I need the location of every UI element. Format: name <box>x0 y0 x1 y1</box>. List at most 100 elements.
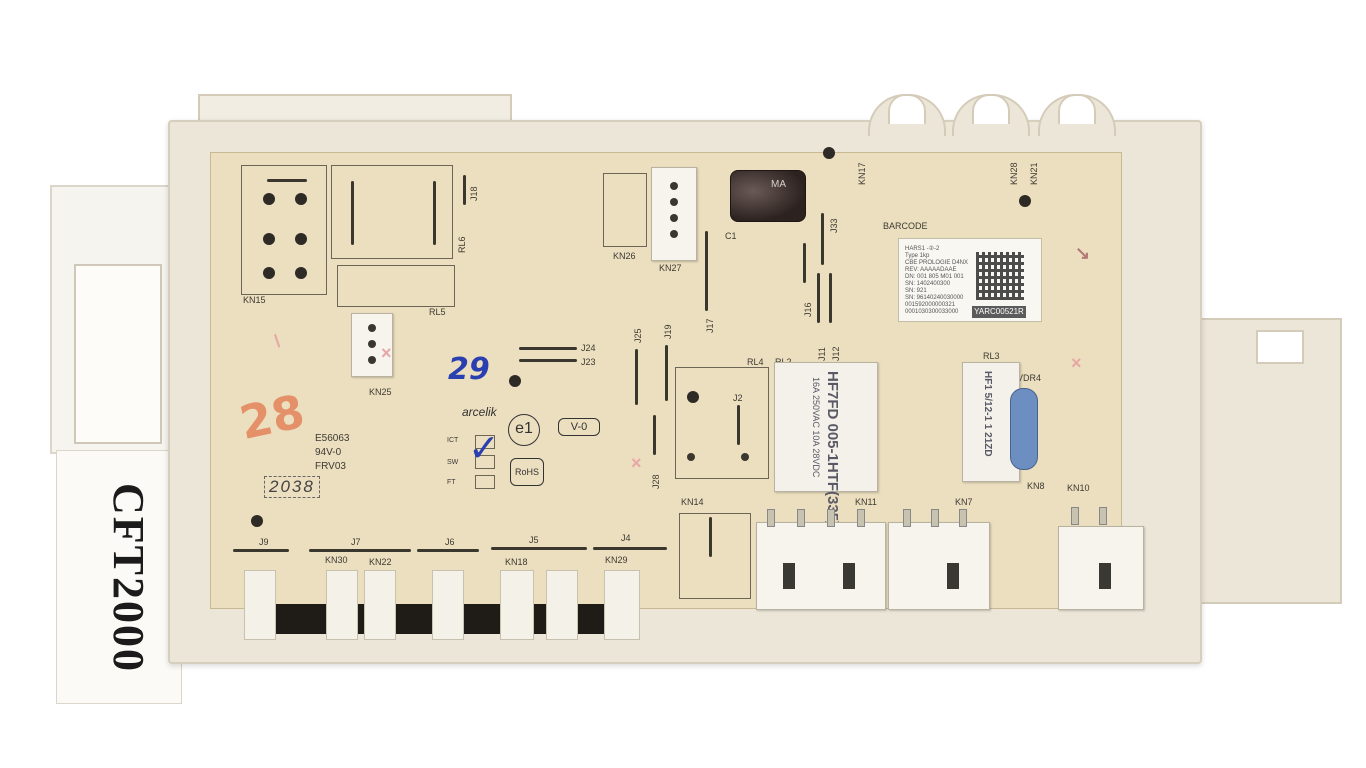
connector-label: KN26 <box>613 251 636 261</box>
relay-label: RL5 <box>429 307 446 317</box>
connector-label: KN15 <box>243 295 266 305</box>
test-checkbox-ft <box>475 475 495 489</box>
barcode-line: SN: 96140240030000 <box>905 295 964 301</box>
jumper-j19 <box>665 345 668 401</box>
connector-kn27[interactable] <box>651 167 697 261</box>
jumper-j5 <box>491 547 587 550</box>
label-card-window <box>74 264 162 444</box>
jumper-j6 <box>417 549 479 552</box>
connector-slot <box>783 563 795 589</box>
jumper-label: J16 <box>803 302 813 317</box>
sw-label: SW <box>447 459 459 466</box>
connector-label: KN29 <box>605 555 628 565</box>
pin <box>670 230 678 238</box>
jumper-j24 <box>519 347 577 350</box>
jumper-label: J24 <box>581 343 596 353</box>
jumper-j12 <box>829 273 832 323</box>
trace <box>267 179 307 182</box>
jumper-j7 <box>309 549 411 552</box>
brand-logo: arcelik <box>462 405 497 419</box>
connector-slot <box>947 563 959 589</box>
relay-footprint <box>331 165 453 259</box>
connector-label: KN25 <box>369 387 392 397</box>
ict-label: ICT <box>447 437 459 444</box>
pin <box>368 340 376 348</box>
pin <box>670 182 678 190</box>
solder-pad <box>295 267 307 279</box>
pin <box>931 509 939 527</box>
label-card-sticker <box>56 450 182 704</box>
relay-label: RL4 <box>747 357 764 367</box>
jumper-label: J7 <box>351 537 361 547</box>
connector-kn26-footprint <box>603 173 647 247</box>
trace <box>433 181 436 245</box>
ft-label: FT <box>447 479 456 486</box>
pin <box>368 356 376 364</box>
jumper-label: J5 <box>529 535 539 545</box>
jumper-label: J23 <box>581 357 596 367</box>
connector-label: KN18 <box>505 557 528 567</box>
jumper-j4 <box>593 547 667 550</box>
housing-notch-hole <box>1058 94 1096 124</box>
barcode-line: 001592000000321 <box>905 302 956 308</box>
housing-clip <box>244 570 276 640</box>
connector-slot <box>843 563 855 589</box>
trace <box>463 175 466 205</box>
jumper-label: J18 <box>469 186 479 201</box>
ul-rating: 94V-0 <box>315 447 342 458</box>
ul-code: E56063 <box>315 433 350 444</box>
trace <box>709 517 712 557</box>
jumper-j23 <box>519 359 577 362</box>
connector-label: KN7 <box>955 497 973 507</box>
test-checkbox-sw <box>475 455 495 469</box>
jumper-label: J25 <box>633 328 643 343</box>
jumper-j33 <box>821 213 824 265</box>
jumper-j25 <box>635 349 638 405</box>
connector-slot <box>1099 563 1111 589</box>
label-card-text: CFT2000 <box>104 483 153 673</box>
connector-label: KN14 <box>681 497 704 507</box>
housing-clip <box>326 570 358 640</box>
jumper-j2 <box>737 405 740 445</box>
connector-label: KN8 <box>1027 481 1045 491</box>
connector-kn10[interactable] <box>1058 507 1144 610</box>
jumper-label: J12 <box>831 346 841 361</box>
relay-label: RL3 <box>983 351 1000 361</box>
handwritten-number: 29 <box>448 352 490 387</box>
connector-kn25[interactable] <box>351 313 393 377</box>
pin <box>797 509 805 527</box>
housing-clip <box>364 570 396 640</box>
jumper-label: J2 <box>733 393 743 403</box>
connector-kn11[interactable] <box>756 509 886 610</box>
jumper-label: J28 <box>651 474 661 489</box>
relay-rl2: HF7FD 005-1HTF(335) 16A 250VAC 10A 28VDC <box>774 362 878 526</box>
pin <box>670 214 678 222</box>
pin <box>857 509 865 527</box>
rohs-mark: RoHS <box>510 458 544 486</box>
connector-label: KN11 <box>855 497 877 507</box>
relay-footprint <box>337 265 455 307</box>
mounting-hole <box>1019 195 1031 207</box>
e1-mark: e1 <box>508 414 540 446</box>
solder-pad <box>687 391 699 403</box>
housing-notch-hole <box>888 94 926 124</box>
mounting-hole <box>509 375 521 387</box>
jumper-label: J4 <box>621 533 631 543</box>
connector-kn14-footprint <box>679 513 751 599</box>
barcode-line: SN: 1402400300 <box>905 281 951 287</box>
solder-pad <box>263 193 275 205</box>
pink-marking: × <box>1071 353 1082 373</box>
barcode-heading: BARCODE <box>883 221 928 231</box>
barcode-line: SN: 921 <box>905 288 927 294</box>
jumper-j16 <box>803 243 806 283</box>
barcode-line: Type 1kp <box>905 253 930 259</box>
housing-notch-hole <box>972 94 1010 124</box>
connector-kn7[interactable] <box>888 509 990 610</box>
connector-label: KN22 <box>369 557 392 567</box>
varistor-vdr4 <box>1010 388 1038 470</box>
pin <box>827 509 835 527</box>
mounting-hole <box>823 147 835 159</box>
connector-label: KN27 <box>659 263 682 273</box>
barcode-line: DN: 001 805 M01 001 <box>905 274 964 280</box>
relay-label: RL6 <box>457 236 467 253</box>
